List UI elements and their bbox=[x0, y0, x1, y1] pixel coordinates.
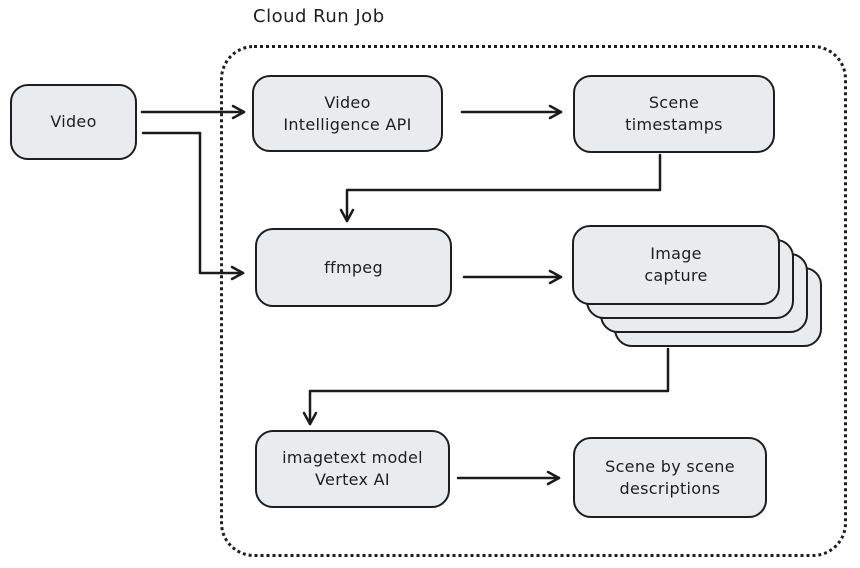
cloud-run-job-container bbox=[220, 45, 847, 557]
node-scene-timestamps: Scene timestamps bbox=[573, 75, 775, 153]
node-image-capture: Image capture bbox=[572, 225, 780, 305]
node-ffmpeg: ffmpeg bbox=[255, 228, 452, 307]
node-scene-by-scene-descriptions: Scene by scene descriptions bbox=[573, 437, 767, 518]
node-imagetext-model-vertex-ai: imagetext model Vertex AI bbox=[255, 430, 450, 508]
node-video: Video bbox=[10, 84, 137, 160]
cloud-run-job-label: Cloud Run Job bbox=[253, 6, 385, 27]
node-video-intelligence-api: Video Intelligence API bbox=[252, 75, 443, 152]
